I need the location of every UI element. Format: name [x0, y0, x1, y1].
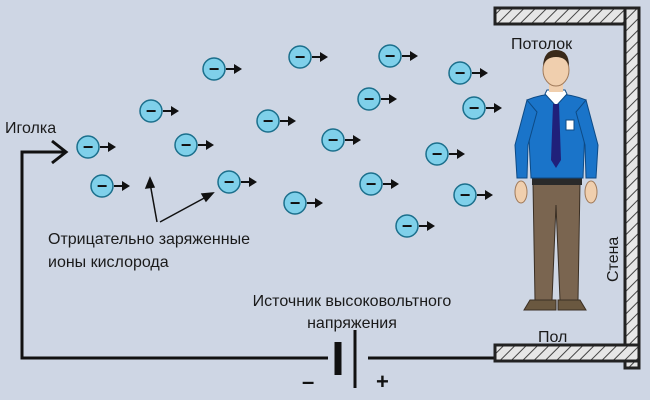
oxygen-ion: −	[378, 44, 418, 68]
oxygen-ion: −	[174, 133, 214, 157]
ion-direction-arrow	[288, 116, 296, 126]
ion-charge-sign: −	[469, 98, 480, 118]
oxygen-ion: −	[217, 170, 257, 194]
needle-label: Иголка	[5, 120, 56, 137]
source-label-line1: Источник высоковольтного	[253, 293, 452, 310]
ion-direction-arrow	[389, 94, 397, 104]
ion-charge-sign: −	[460, 185, 471, 205]
ion-charge-sign: −	[366, 174, 377, 194]
needle-tip	[51, 139, 69, 165]
person-figure	[514, 50, 599, 311]
ion-charge-sign: −	[402, 216, 413, 236]
ion-charge-sign: −	[385, 46, 396, 66]
ion-charge-sign: −	[455, 63, 466, 83]
oxygen-ion: −	[453, 183, 493, 207]
ion-direction-arrow	[108, 142, 116, 152]
oxygen-ion: −	[462, 96, 502, 120]
ion-direction-arrow	[457, 149, 465, 159]
ion-charge-sign: −	[364, 89, 375, 109]
ion-charge-sign: −	[295, 47, 306, 67]
oxygen-ion: −	[359, 172, 399, 196]
ion-charge-sign: −	[181, 135, 192, 155]
ion-direction-arrow	[320, 52, 328, 62]
ion-direction-arrow	[353, 135, 361, 145]
ion-charge-sign: −	[97, 176, 108, 196]
ion-charge-sign: −	[209, 59, 220, 79]
ion-label-pointers	[144, 176, 215, 223]
ion-direction-arrow	[485, 190, 493, 200]
ion-direction-arrow	[171, 106, 179, 116]
ion-direction-arrow	[391, 179, 399, 189]
oxygen-ion: −	[202, 57, 242, 81]
oxygen-ion: −	[90, 174, 130, 198]
oxygen-ion: −	[321, 128, 361, 152]
minus-sign: –	[302, 369, 314, 394]
ion-direction-arrow	[315, 198, 323, 208]
ion-charge-sign: −	[290, 193, 301, 213]
ceiling-label: Потолок	[511, 36, 573, 53]
oxygen-ion: −	[448, 61, 488, 85]
ion-direction-arrow	[410, 51, 418, 61]
battery-symbol	[334, 330, 357, 388]
oxygen-ion: −	[395, 214, 435, 238]
oxygen-ion: −	[425, 142, 465, 166]
oxygen-ion: −	[288, 45, 328, 69]
floor-label: Пол	[538, 329, 567, 346]
ions-label-line1: Отрицательно заряженные	[48, 231, 250, 248]
ion-charge-sign: −	[432, 144, 443, 164]
ion-direction-arrow	[122, 181, 130, 191]
ions-label-line2: ионы кислорода	[48, 254, 169, 271]
floor	[493, 343, 641, 363]
source-label-line2: напряжения	[307, 315, 397, 332]
ion-charge-sign: −	[328, 130, 339, 150]
ceiling	[493, 6, 639, 26]
ion-direction-arrow	[480, 68, 488, 78]
wall-label: Стена	[605, 237, 622, 282]
ion-charge-sign: −	[224, 172, 235, 192]
oxygen-ion: −	[76, 135, 116, 159]
ion-charge-sign: −	[263, 111, 274, 131]
oxygen-ion: −	[283, 191, 323, 215]
ion-direction-arrow	[249, 177, 257, 187]
ion-direction-arrow	[234, 64, 242, 74]
ion-charge-sign: −	[146, 101, 157, 121]
ion-direction-arrow	[206, 140, 214, 150]
plus-sign: +	[376, 369, 389, 394]
ions-group: −−−−−−−−−−−−−−−−−−	[76, 44, 502, 238]
circuit-wire	[20, 150, 496, 360]
ion-charge-sign: −	[83, 137, 94, 157]
oxygen-ion: −	[357, 87, 397, 111]
ion-direction-arrow	[427, 221, 435, 231]
wall	[623, 6, 641, 370]
oxygen-ion: −	[139, 99, 179, 123]
ion-direction-arrow	[494, 103, 502, 113]
oxygen-ion: −	[256, 109, 296, 133]
